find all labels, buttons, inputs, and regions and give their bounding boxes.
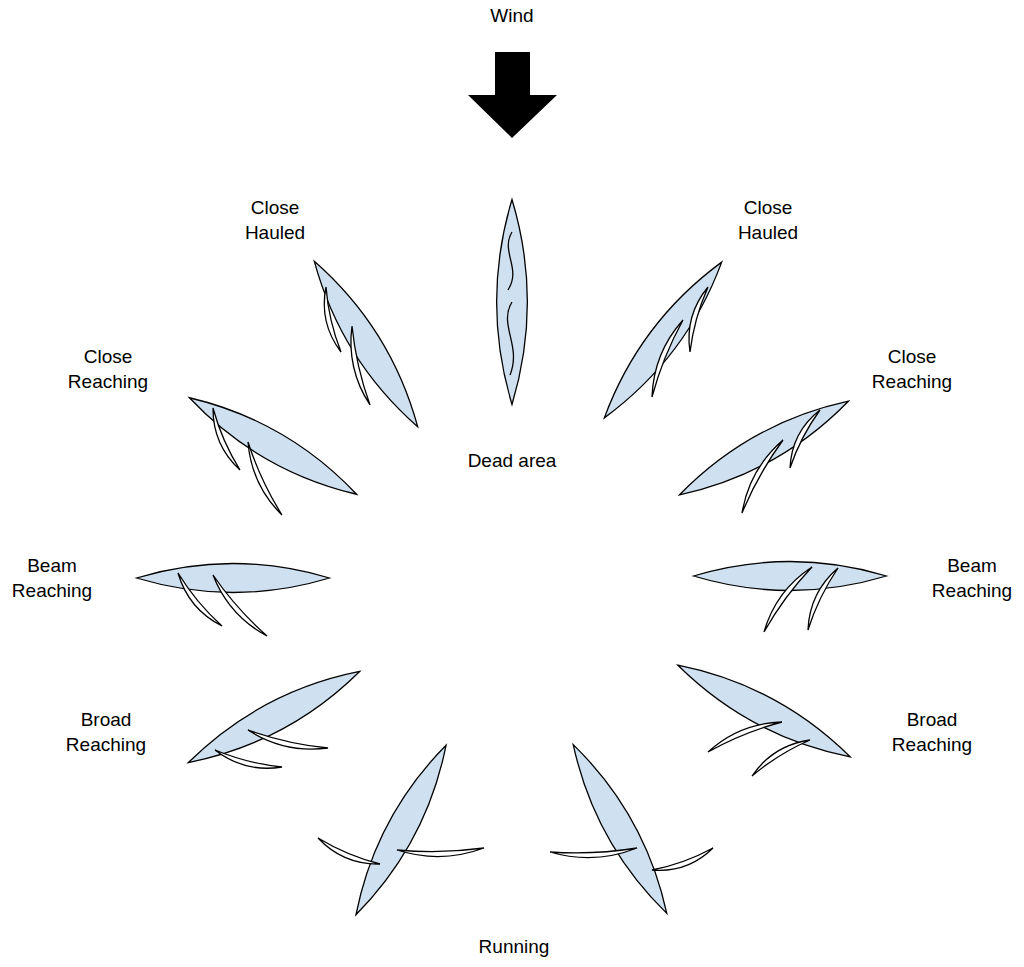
boat-hull [561,738,680,921]
sail [248,730,328,749]
wind-label: Wind [490,3,533,28]
sail [397,848,484,857]
point-of-sail-label: Broad Reaching [885,707,980,757]
point-of-sail-label: Close Reaching [865,344,960,394]
point-of-sail-label: Beam Reaching [6,553,98,603]
sail [550,848,637,858]
sail [213,408,240,470]
sail [318,838,380,864]
sail [652,320,683,397]
boat-hull [343,738,459,921]
sail [790,410,820,468]
sail [742,440,783,513]
point-of-sail-label: Close Hauled [728,195,808,245]
point-of-sail-label: Close Hauled [235,195,315,245]
boat-hulls [137,200,887,922]
sails [178,287,838,870]
sail [248,442,282,515]
sail [213,575,267,636]
point-of-sail-label: Close Reaching [61,344,156,394]
boat-hull [673,389,856,508]
boat-hull [593,253,734,426]
point-of-sail-label: Beam Reaching [926,553,1018,603]
sail [689,287,708,352]
sail [808,568,838,630]
point-of-sail-label: Broad Reaching [59,707,154,757]
boat-hull [671,652,857,769]
sail [324,287,341,352]
boat-hull [182,385,364,507]
point-of-sail-label: Dead area [468,448,557,473]
sail [351,326,370,405]
sail [752,740,810,776]
boat-hull [137,564,330,593]
sail [764,567,812,632]
boat-hull [182,659,367,776]
wind-arrow [468,52,557,138]
boat-hull [302,254,430,435]
sail [708,722,782,752]
luffing-sail [507,232,513,375]
boat-hull [497,200,528,405]
point-of-sail-label: Running [479,934,550,959]
sail [215,750,282,768]
sail [652,848,713,870]
